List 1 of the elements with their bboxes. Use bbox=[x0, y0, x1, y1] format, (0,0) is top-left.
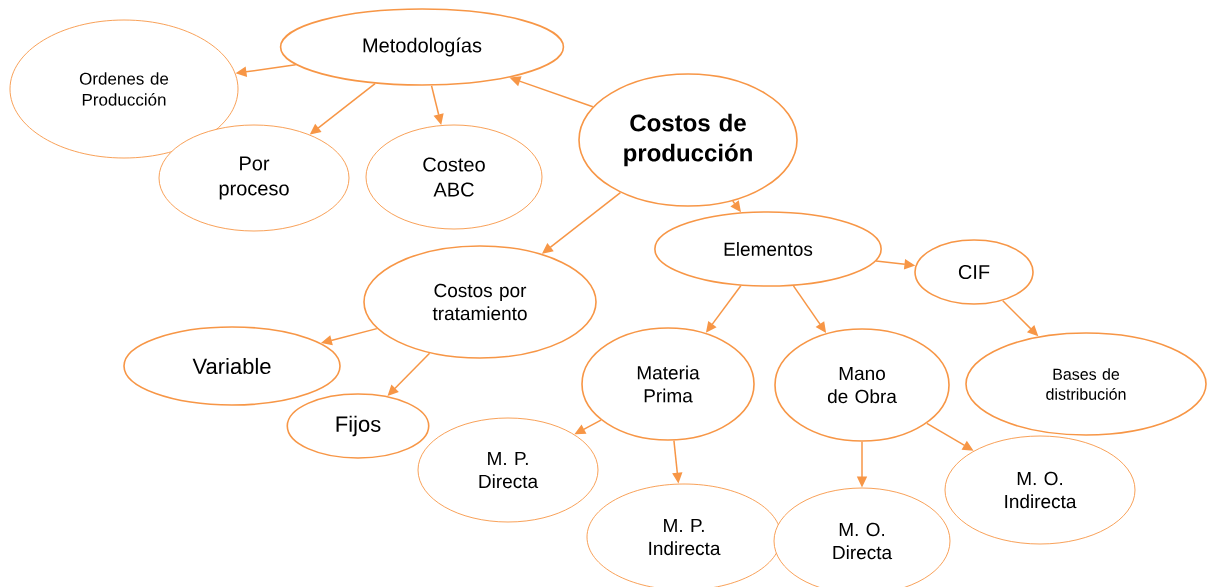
node-label: M. O. Directa bbox=[833, 522, 893, 560]
